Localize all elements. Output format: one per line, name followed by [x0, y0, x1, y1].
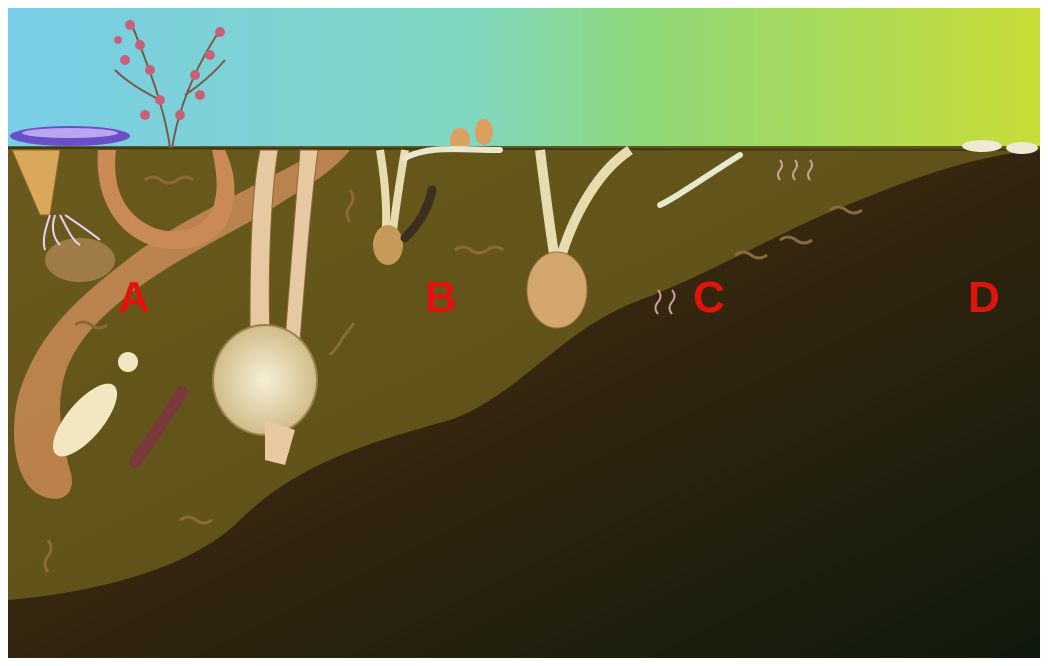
water-column: [8, 8, 1040, 154]
zone-label-a: A: [118, 273, 150, 322]
zone-label-c: C: [693, 273, 725, 322]
zone-label-d: D: [968, 273, 1000, 322]
sea-slug-highlight: [22, 128, 118, 138]
zone-label-b: B: [425, 273, 457, 322]
